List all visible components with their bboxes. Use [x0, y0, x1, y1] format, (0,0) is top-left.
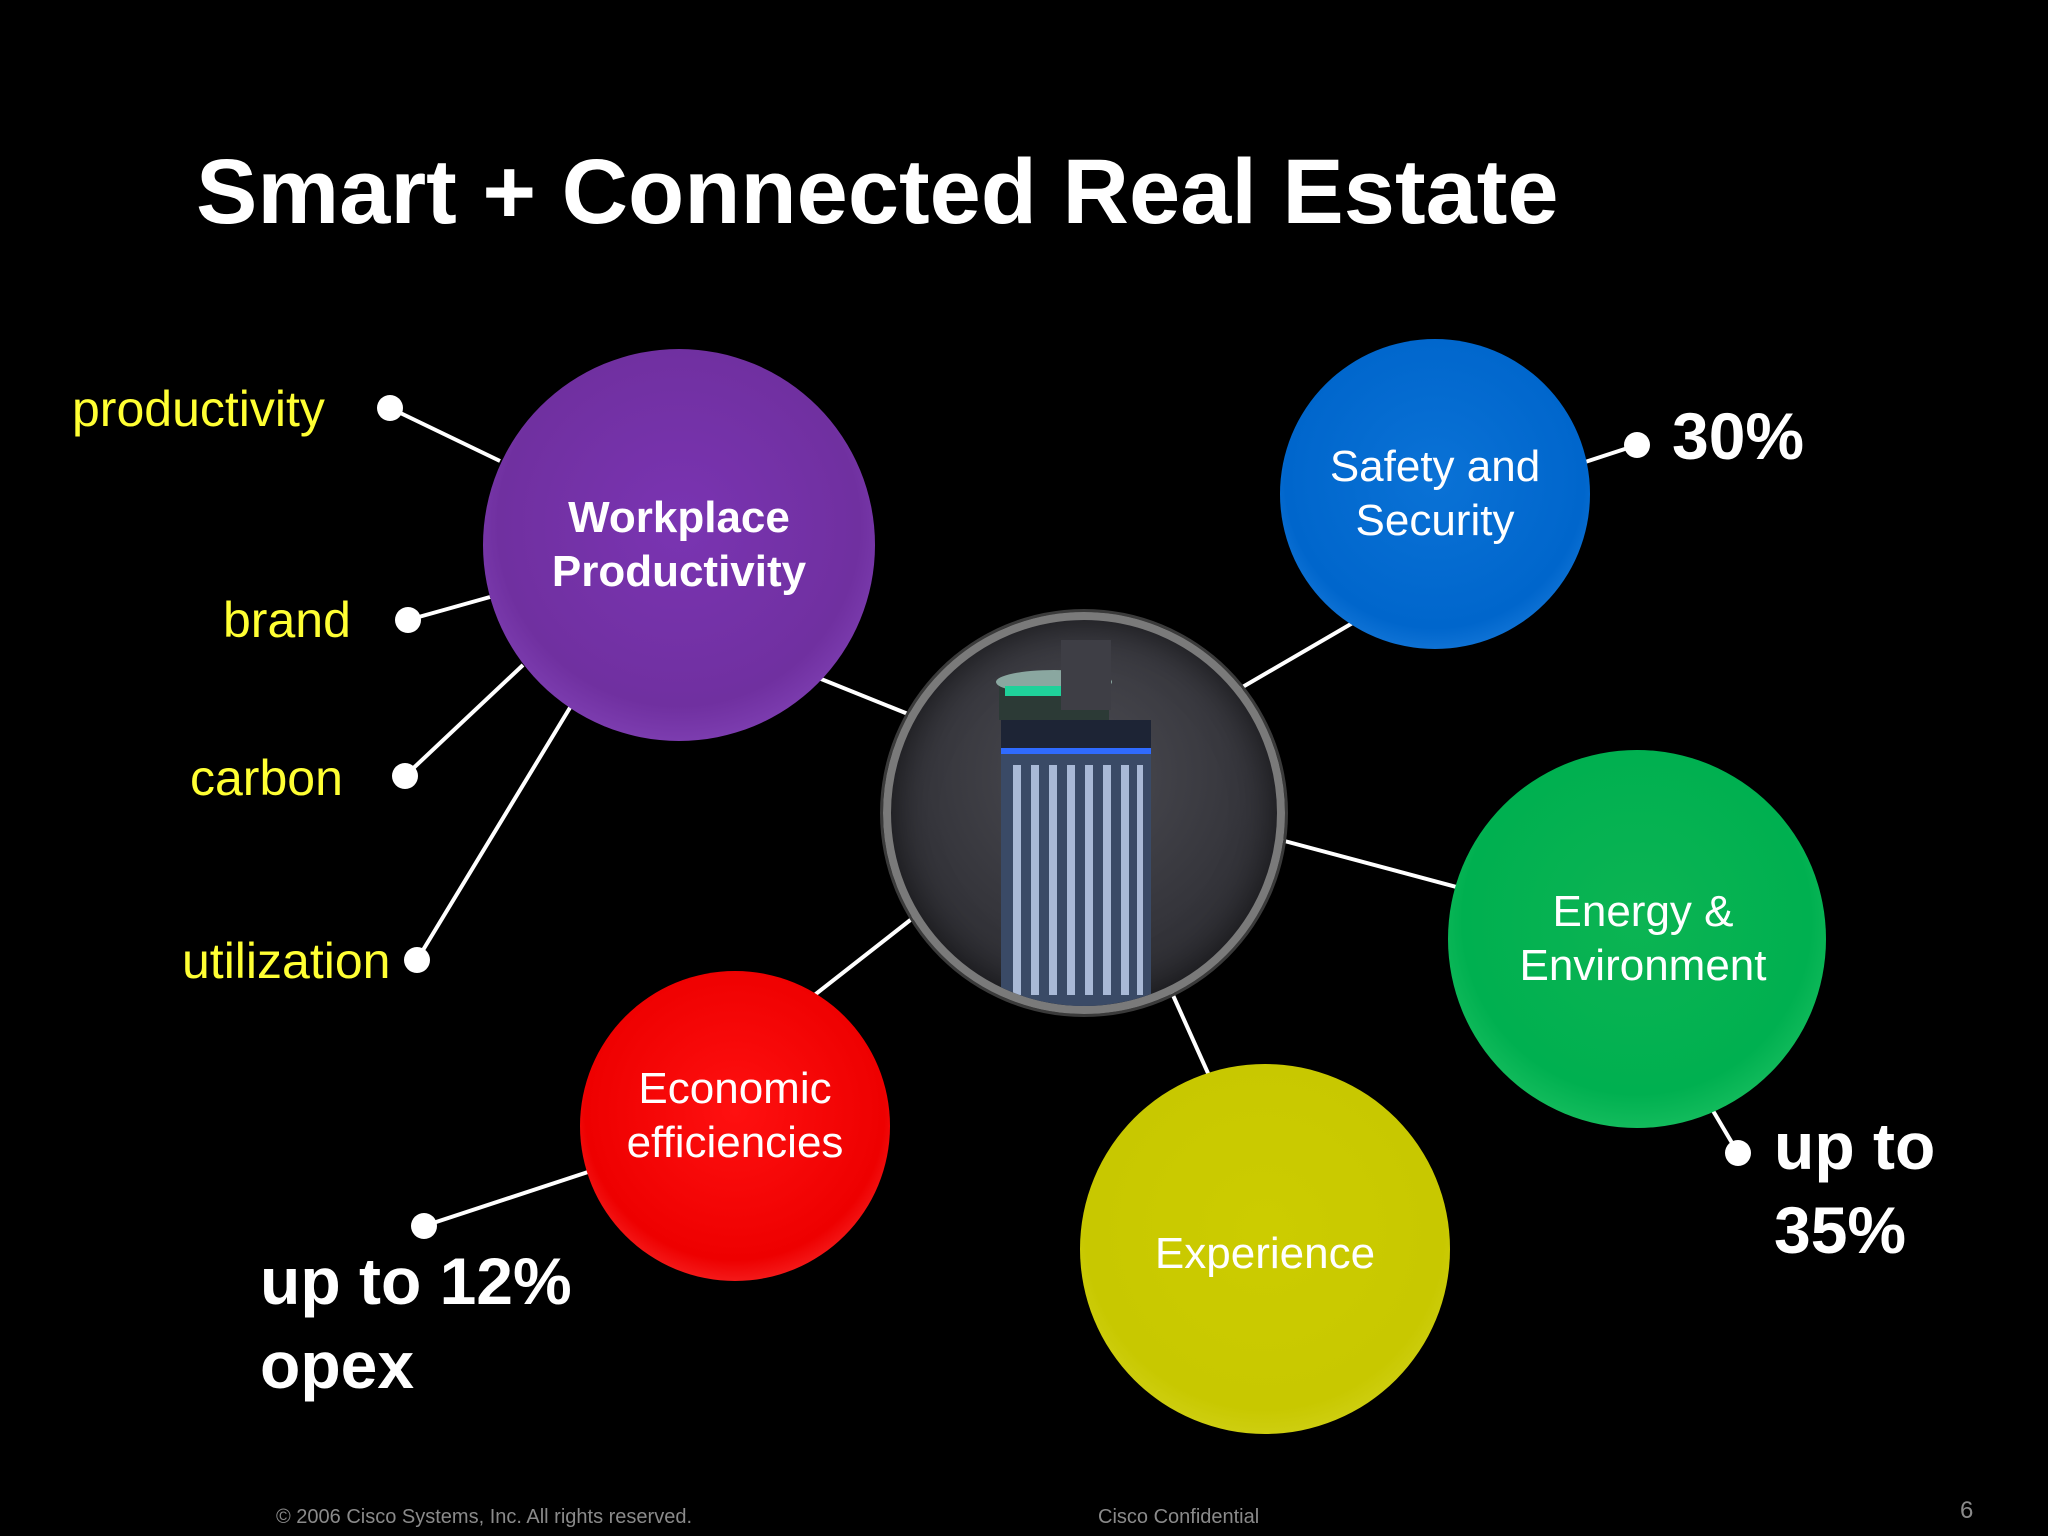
energy-stat: up to 35% — [1774, 1109, 1936, 1268]
building-tower-icon — [883, 612, 1285, 1014]
safety-stat: 30% — [1672, 399, 1805, 473]
experience-bubble: Experience — [1080, 1064, 1450, 1434]
connector-dot-carbon — [392, 763, 418, 789]
slide-title: Smart + Connected Real Estate — [196, 141, 1559, 243]
benefit-utilization: utilization — [182, 933, 391, 989]
connector-dot-utilization — [404, 947, 430, 973]
connector-carbon — [403, 663, 525, 778]
experience-label: Experience — [1154, 1229, 1376, 1279]
energy-environment-bubble: Energy & Environment — [1448, 750, 1826, 1128]
economic-stat: up to 12% opex — [260, 1244, 572, 1403]
economic-efficiencies-label: Economic efficiencies — [626, 1064, 844, 1167]
connector-dot-economic-stat — [411, 1213, 437, 1239]
benefit-productivity: productivity — [72, 381, 325, 437]
workplace-productivity-label: Workplace Productivity — [551, 493, 807, 596]
economic-efficiencies-bubble: Economic efficiencies — [580, 971, 890, 1281]
connector-dot-energy-stat — [1725, 1140, 1751, 1166]
building-image — [996, 640, 1151, 1006]
connector-productivity — [389, 406, 501, 463]
benefit-carbon: carbon — [190, 750, 343, 806]
workplace-productivity-bubble: Workplace Productivity — [483, 349, 875, 741]
connector-utilization — [415, 704, 573, 962]
connector-dot-safety-stat — [1624, 432, 1650, 458]
footer-confidential: Cisco Confidential — [1098, 1506, 1260, 1528]
safety-security-bubble: Safety and Security — [1280, 339, 1590, 649]
connector-dot-brand — [395, 607, 421, 633]
energy-environment-label: Energy & Environment — [1519, 887, 1767, 990]
page-number: 6 — [1960, 1497, 1974, 1524]
connector-economic-stat — [423, 1170, 589, 1228]
connector-dot-productivity — [377, 395, 403, 421]
footer-copyright: © 2006 Cisco Systems, Inc. All rights re… — [276, 1506, 693, 1528]
benefit-brand: brand — [223, 592, 351, 648]
safety-security-label: Safety and Security — [1329, 442, 1541, 545]
connector-brand — [407, 595, 491, 622]
